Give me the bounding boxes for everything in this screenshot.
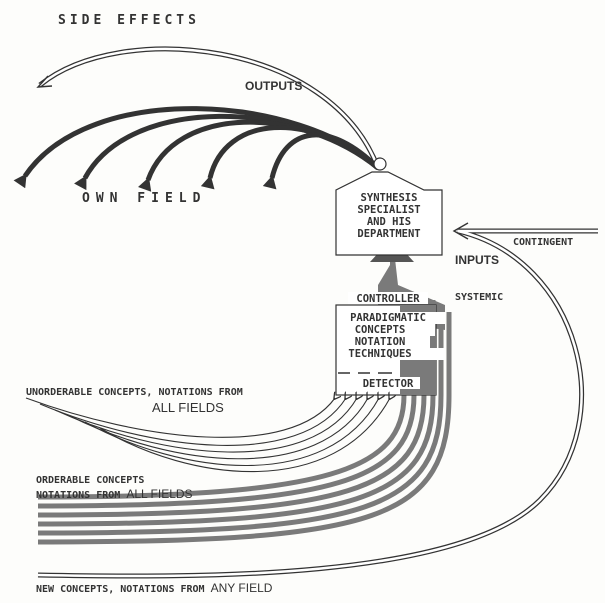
filter-line: PARADIGMATIC <box>350 312 426 324</box>
contingent-label: CONTINGENT <box>513 237 573 248</box>
side-effects-label: SIDE EFFECTS <box>58 13 200 28</box>
contingent-arrow <box>37 222 598 579</box>
head-knob <box>373 157 387 171</box>
inputs-label: INPUTS <box>455 253 499 267</box>
box-line: SPECIALIST <box>357 204 420 216</box>
unorderable-input-curves <box>25 398 390 473</box>
unorderable-label-line1: UNORDERABLE CONCEPTS, NOTATIONS FROM <box>26 387 243 398</box>
orderable-label-part: ALL FIELDS <box>126 487 192 501</box>
filter-line: TECHNIQUES <box>348 348 411 360</box>
outputs-label: OUTPUTS <box>245 79 302 93</box>
box-line: SYNTHESIS <box>361 192 418 204</box>
own-field-label: OWN FIELD <box>82 191 206 206</box>
filter-line: NOTATION <box>355 336 406 348</box>
orderable-label-part: NOTATIONS FROM <box>36 490 126 501</box>
new-concepts-label: NEW CONCEPTS, NOTATIONS FROM ANY FIELD <box>36 581 273 595</box>
filter-box: CONTROLLER PARADIGMATIC CONCEPTS NOTATIO… <box>335 292 445 396</box>
controller-label: CONTROLLER <box>356 293 420 305</box>
output-arrows <box>13 106 380 192</box>
new-concepts-part: ANY FIELD <box>211 581 273 595</box>
orderable-input-bands <box>37 292 452 545</box>
detector-label: DETECTOR <box>363 378 414 390</box>
orderable-label-line1: ORDERABLE CONCEPTS <box>36 475 144 486</box>
systemic-label: SYSTEMIC <box>455 292 503 303</box>
box-line: AND HIS <box>367 216 411 228</box>
synthesis-specialist-box: SYNTHESIS SPECIALIST AND HIS DEPARTMENT <box>335 157 443 256</box>
orderable-label-line2: NOTATIONS FROM ALL FIELDS <box>36 487 193 501</box>
new-concepts-part: NEW CONCEPTS, NOTATIONS FROM <box>36 584 211 595</box>
unorderable-label-line2: ALL FIELDS <box>152 400 224 415</box>
filter-line: CONCEPTS <box>355 324 406 336</box>
box-line: DEPARTMENT <box>357 228 420 240</box>
side-effects-arrow <box>36 46 381 169</box>
